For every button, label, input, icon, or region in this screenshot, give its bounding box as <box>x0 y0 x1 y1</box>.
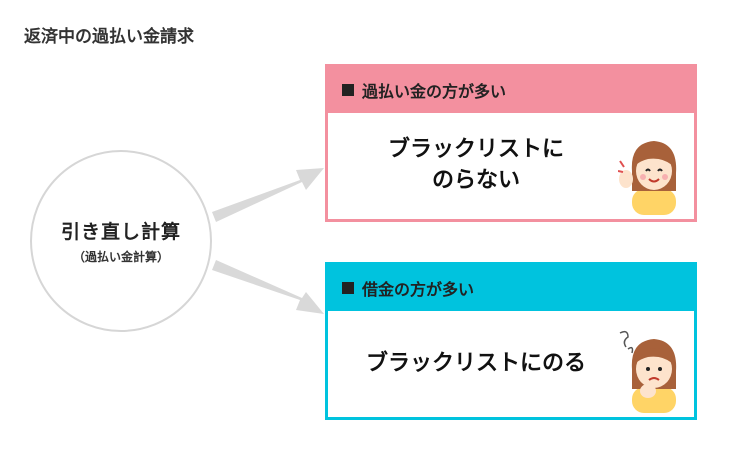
outcome-header: 借金の方が多い <box>328 265 694 311</box>
outcome-box-debt: 借金の方が多い ブラックリストにのる <box>325 262 697 420</box>
square-bullet-icon <box>342 282 354 294</box>
outcome-heading: 過払い金の方が多い <box>362 82 507 101</box>
recalculation-circle: 引き直し計算 （過払い金計算） <box>30 150 212 332</box>
outcome-result-line: ブラックリストに <box>387 137 564 163</box>
outcome-body: ブラックリストに のらない <box>328 113 694 219</box>
circle-sub-label: （過払い金計算） <box>72 250 169 264</box>
outcome-result-line: ブラックリストにのる <box>365 350 586 376</box>
page-title: 返済中の過払い金請求 <box>24 27 194 47</box>
outcome-result: ブラックリストにのる <box>366 349 586 380</box>
worried-woman-icon <box>619 330 677 413</box>
circle-main-label: 引き直し計算 <box>60 221 181 243</box>
outcome-box-overpayment: 過払い金の方が多い ブラックリストに のらない <box>325 64 697 222</box>
outcome-header: 過払い金の方が多い <box>328 67 694 113</box>
outcome-result: ブラックリストに のらない <box>388 135 564 197</box>
square-bullet-icon <box>342 84 354 96</box>
arrow-upper <box>212 168 324 222</box>
happy-woman-icon <box>618 141 677 215</box>
outcome-heading: 借金の方が多い <box>362 280 475 299</box>
outcome-result-line: のらない <box>431 168 520 193</box>
arrow-lower <box>212 260 324 314</box>
outcome-body: ブラックリストにのる <box>328 311 694 417</box>
